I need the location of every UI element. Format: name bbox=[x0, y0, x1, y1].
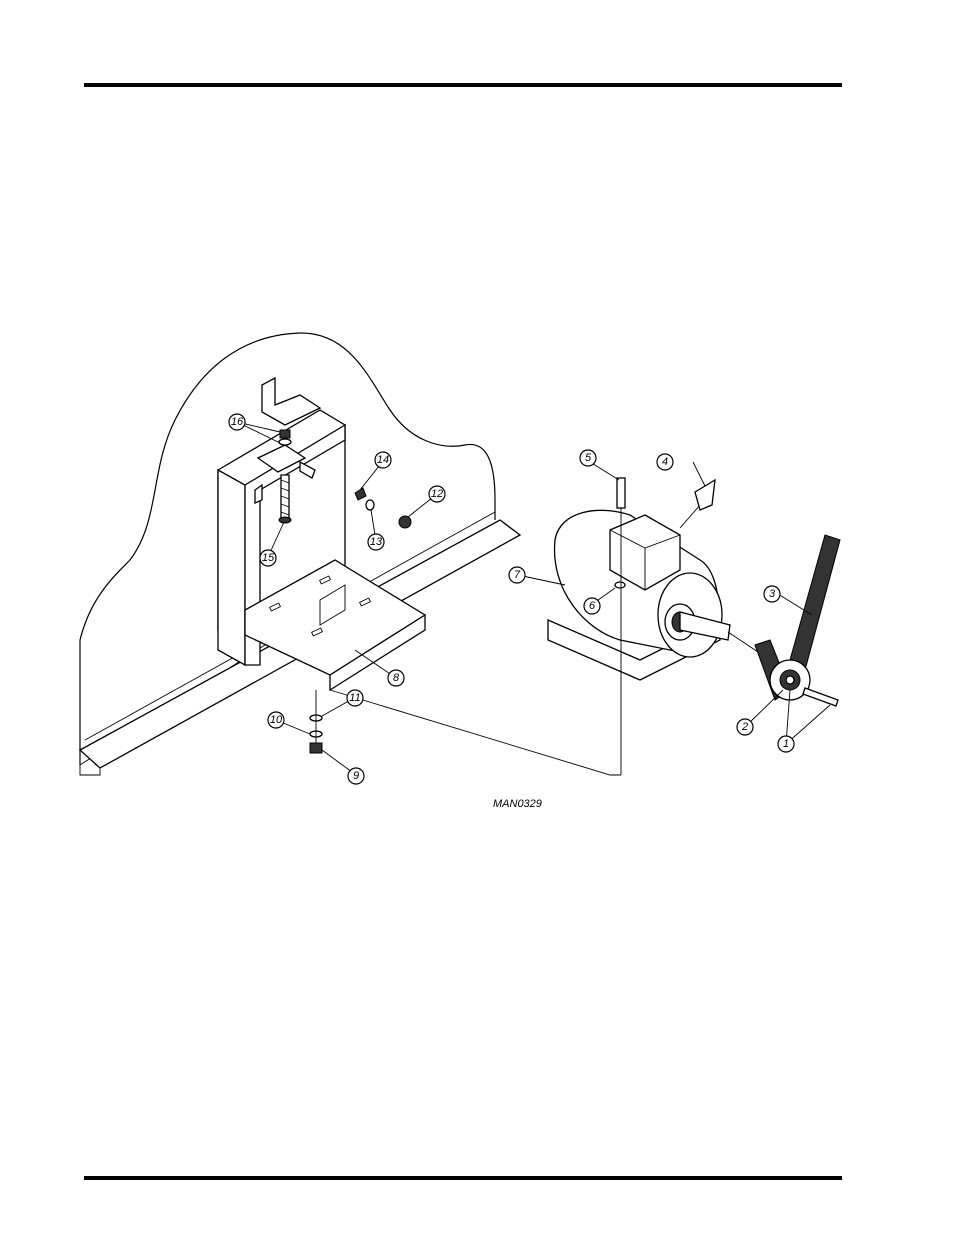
callout-4: 4 bbox=[657, 454, 673, 470]
callout-6: 6 bbox=[584, 598, 600, 614]
svg-text:3: 3 bbox=[769, 588, 776, 600]
svg-text:14: 14 bbox=[377, 454, 389, 466]
v-belt-3 bbox=[790, 535, 840, 670]
bolt-9 bbox=[310, 743, 322, 753]
svg-text:2: 2 bbox=[741, 721, 748, 733]
callout-15: 15 bbox=[260, 550, 276, 566]
key-1 bbox=[803, 688, 838, 706]
washer-6 bbox=[615, 582, 625, 588]
svg-text:15: 15 bbox=[262, 552, 275, 564]
svg-text:9: 9 bbox=[353, 770, 359, 782]
nut-12 bbox=[399, 516, 411, 528]
elbow-connector-4 bbox=[695, 480, 715, 510]
svg-text:7: 7 bbox=[514, 569, 521, 581]
callout-3: 3 bbox=[764, 586, 780, 602]
svg-text:12: 12 bbox=[431, 488, 443, 500]
svg-text:1: 1 bbox=[783, 738, 789, 750]
pulley-belt-assembly bbox=[728, 535, 840, 706]
callout-5: 5 bbox=[580, 450, 596, 466]
drawing-code-label: MAN0329 bbox=[493, 798, 542, 810]
nut-16 bbox=[280, 430, 290, 438]
callout-11: 11 bbox=[347, 690, 363, 706]
bolt-5 bbox=[617, 478, 625, 508]
callout-10: 10 bbox=[268, 712, 284, 728]
callout-2: 2 bbox=[737, 719, 753, 735]
callout-14: 14 bbox=[375, 452, 391, 468]
washer-13 bbox=[366, 500, 374, 510]
callout-7: 7 bbox=[509, 567, 525, 583]
motor-mount-bracket bbox=[218, 410, 425, 690]
svg-text:11: 11 bbox=[349, 692, 360, 704]
callout-9: 9 bbox=[348, 768, 364, 784]
callout-8: 8 bbox=[388, 670, 404, 686]
svg-text:4: 4 bbox=[662, 456, 668, 468]
svg-text:10: 10 bbox=[270, 714, 283, 726]
svg-text:8: 8 bbox=[393, 672, 400, 684]
callout-1: 1 bbox=[778, 736, 794, 752]
svg-text:13: 13 bbox=[370, 536, 383, 548]
svg-text:5: 5 bbox=[585, 452, 592, 464]
leader-bracket-to-motor bbox=[330, 690, 621, 775]
callout-13: 13 bbox=[368, 534, 384, 550]
callout-16: 16 bbox=[229, 414, 245, 430]
callout-12: 12 bbox=[429, 486, 445, 502]
svg-text:16: 16 bbox=[231, 416, 244, 428]
svg-text:6: 6 bbox=[589, 600, 596, 612]
